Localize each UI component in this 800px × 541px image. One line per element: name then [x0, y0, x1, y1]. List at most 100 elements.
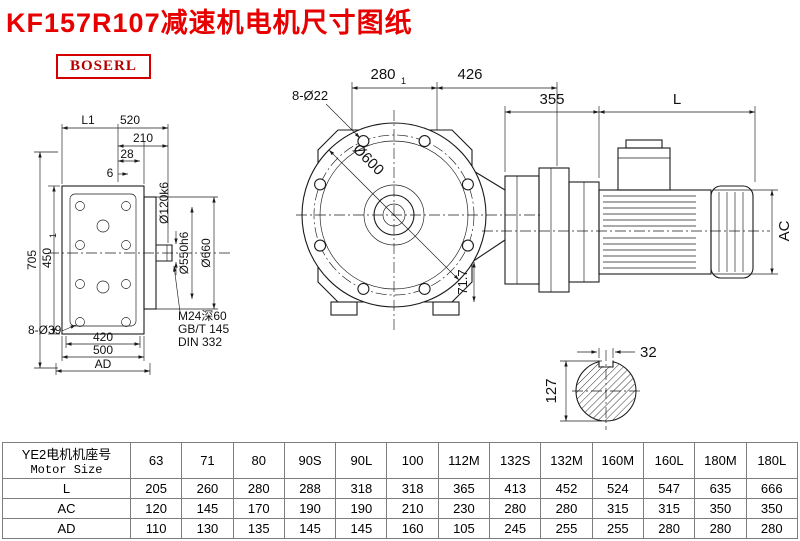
cell-AD-160l: 280	[642, 518, 696, 539]
table-header-row: YE2电机机座号 Motor Size 63 71 80 90S 90L 100…	[2, 442, 799, 479]
cell-AC-80: 170	[232, 498, 285, 519]
note-tap-hole: M24深60	[178, 309, 227, 323]
cell-L-112m: 365	[437, 478, 491, 499]
dim-355-label: 355	[539, 91, 564, 108]
cell-AD-112m: 105	[437, 518, 491, 539]
motor-size-header-cell: YE2电机机座号 Motor Size	[2, 442, 131, 479]
size-col-132s: 132S	[489, 442, 542, 479]
cell-AD-90l: 145	[335, 518, 388, 539]
cell-AC-63: 120	[129, 498, 183, 519]
cell-L-90l: 318	[335, 478, 388, 499]
cell-L-160m: 524	[591, 478, 644, 499]
flange-face-view: Ø600 8-Ø22 280 1 426 71.7	[292, 66, 558, 330]
dim-shaft-dia-label: Ø120k6	[157, 182, 171, 224]
dim-32-label: 32	[640, 344, 657, 361]
cell-AC-71: 145	[181, 498, 234, 519]
terminal-box	[617, 147, 671, 191]
row-label-L: L	[2, 478, 131, 499]
cell-L-132m: 452	[540, 478, 593, 499]
size-col-71: 71	[181, 442, 234, 479]
dim-426-label: 426	[457, 66, 482, 83]
dim-71-7-label: 71.7	[455, 269, 470, 294]
cell-AC-90s: 190	[283, 498, 337, 519]
cell-AC-132m: 280	[540, 498, 593, 519]
cell-AD-90s: 145	[283, 518, 337, 539]
dim-spigot-dia-label: Ø550h6	[177, 231, 191, 274]
motor-side-view: 355 L AC	[482, 91, 793, 293]
size-col-90s: 90S	[283, 442, 337, 479]
cell-L-71: 260	[181, 478, 234, 499]
cell-L-90s: 288	[283, 478, 337, 499]
size-col-160m: 160M	[591, 442, 644, 479]
note-gbt-standard: GB/T 145	[178, 322, 229, 336]
row-label-AC: AC	[2, 498, 131, 519]
size-col-100: 100	[386, 442, 439, 479]
cell-L-80: 280	[232, 478, 285, 499]
shaft-section-view: 32 127	[543, 344, 657, 430]
technical-drawing: L1 520 210 28 6 705 450 1 8-Ø39 420 500 …	[25, 66, 793, 430]
cell-AD-63: 110	[129, 518, 183, 539]
size-col-63: 63	[129, 442, 183, 479]
table-row-AC: AC 120 145 170 190 190 210 230 280 280 3…	[2, 498, 799, 519]
dim-L1-label: L1	[81, 113, 95, 127]
dim-705-label: 705	[25, 250, 39, 270]
dim-AD-label: AD	[95, 357, 112, 371]
size-col-112m: 112M	[437, 442, 491, 479]
size-col-180m: 180M	[694, 442, 747, 479]
note-din-standard: DIN 332	[178, 335, 222, 349]
dim-L-label: L	[673, 91, 681, 108]
dim-28-label: 28	[120, 147, 134, 161]
logo-text: BOSERL	[70, 58, 137, 74]
page-title: KF157R107减速机电机尺寸图纸	[6, 8, 413, 38]
dim-8d22-label: 8-Ø22	[292, 88, 328, 103]
cell-L-160l: 547	[642, 478, 696, 499]
dimension-table: YE2电机机座号 Motor Size 63 71 80 90S 90L 100…	[2, 442, 799, 539]
dim-450-tolerance: 1	[48, 233, 58, 238]
dim-280-tolerance: 1	[401, 76, 406, 86]
cell-AC-180m: 350	[694, 498, 747, 519]
dim-280-label: 280	[370, 66, 395, 83]
cell-AC-100: 210	[386, 498, 439, 519]
dim-6-label: 6	[107, 166, 114, 180]
cell-AD-160m: 255	[591, 518, 644, 539]
cell-AD-80: 135	[232, 518, 285, 539]
cell-L-180m: 635	[694, 478, 747, 499]
cell-L-63: 205	[129, 478, 183, 499]
motor-size-header-en: Motor Size	[30, 463, 103, 477]
dim-210-label: 210	[133, 131, 153, 145]
dim-500-label: 500	[93, 343, 113, 357]
cell-AC-180l: 350	[745, 498, 799, 519]
size-col-180l: 180L	[745, 442, 799, 479]
size-col-160l: 160L	[642, 442, 696, 479]
cell-AC-160l: 315	[642, 498, 696, 519]
dim-AC-label: AC	[776, 220, 793, 241]
boserl-logo: BOSERL	[56, 54, 151, 79]
cell-AD-71: 130	[181, 518, 234, 539]
dim-450-label: 450	[40, 248, 54, 268]
dim-520-label: 520	[120, 113, 140, 127]
size-col-80: 80	[232, 442, 285, 479]
table-row-L: L 205 260 280 288 318 318 365 413 452 52…	[2, 478, 799, 499]
cell-L-100: 318	[386, 478, 439, 499]
cell-AC-160m: 315	[591, 498, 644, 519]
dim-127-label: 127	[543, 378, 560, 403]
cell-AC-112m: 230	[437, 498, 491, 519]
cell-L-132s: 413	[489, 478, 542, 499]
size-col-90l: 90L	[335, 442, 388, 479]
dim-420-label: 420	[93, 330, 113, 344]
dim-flange-dia-label: Ø660	[199, 238, 213, 268]
cell-AD-180l: 280	[745, 518, 799, 539]
cell-AD-180m: 280	[694, 518, 747, 539]
cell-L-180l: 666	[745, 478, 799, 499]
size-col-132m: 132M	[540, 442, 593, 479]
cell-AD-132s: 245	[489, 518, 542, 539]
fan-cover	[710, 185, 754, 279]
dim-8d39-label: 8-Ø39	[28, 323, 62, 337]
cell-AC-90l: 190	[335, 498, 388, 519]
cell-AD-132m: 255	[540, 518, 593, 539]
cell-AD-100: 160	[386, 518, 439, 539]
gearbox-front-view: L1 520 210 28 6 705 450 1 8-Ø39 420 500 …	[25, 113, 232, 375]
table-row-AD: AD 110 130 135 145 145 160 105 245 255 2…	[2, 518, 799, 539]
cell-AC-132s: 280	[489, 498, 542, 519]
motor-size-header-cn: YE2电机机座号	[21, 447, 112, 462]
